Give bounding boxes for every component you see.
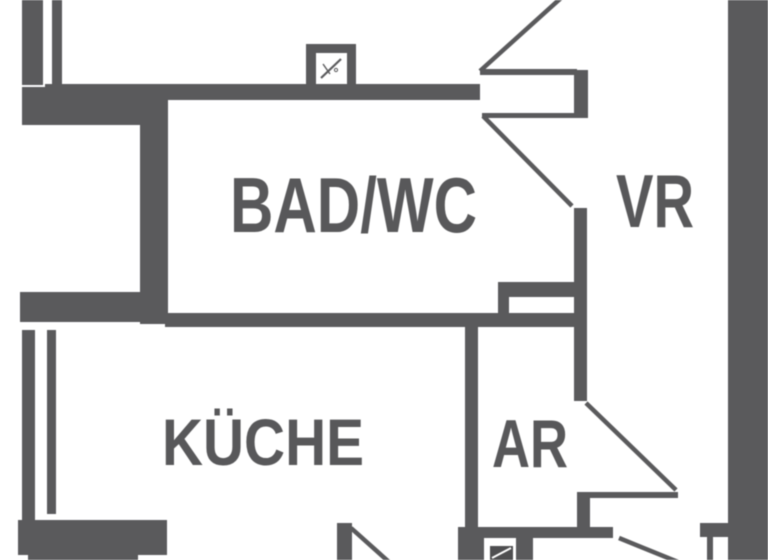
wall-kueche-door-stub — [337, 523, 352, 560]
window-lower-outer-bar — [22, 330, 35, 520]
entrance-frame-lower-line — [482, 113, 577, 118]
room-label-kueche: KÜCHE — [162, 405, 364, 479]
vent-glyph-dot — [333, 67, 339, 73]
wall-right-exterior — [728, 0, 768, 560]
window-upper-inner-bar — [52, 0, 62, 84]
wall-ar-lower-stub — [577, 492, 590, 527]
window-lower-inner-bar — [47, 330, 56, 514]
wall-kueche-ar-divider — [465, 320, 478, 528]
ar-bottom-door-swing — [618, 535, 679, 560]
wall-layer — [18, 0, 768, 560]
wall-bathroom-bottom — [165, 313, 587, 327]
room-label-bad-wc: BAD/WC — [230, 161, 477, 249]
room-label-ar: AR — [492, 406, 568, 482]
wall-top-left-block — [22, 87, 140, 125]
entrance-door-swing-upper — [478, 0, 563, 73]
niche-top-bar — [498, 282, 587, 297]
niche-left-bar — [498, 282, 509, 327]
vent-shaft-top-icon — [316, 53, 347, 84]
room-label-vr: VR — [616, 159, 694, 243]
vent-shaft-bottom-icon — [484, 538, 516, 560]
wall-bottom-left-block — [18, 520, 167, 555]
shaft-bottom-left-flank — [458, 538, 484, 560]
vent-shaft-bottom-hatch-line — [491, 547, 512, 559]
wall-right-bottom-line — [707, 537, 713, 560]
wall-right-bottom-stub — [700, 523, 728, 537]
shaft-bottom-right-flank — [516, 538, 533, 560]
wall-bottom-left-strip — [28, 555, 138, 560]
wall-vr-vertical — [574, 208, 587, 401]
door-layer — [349, 0, 679, 560]
kueche-bottom-door-swing — [349, 526, 391, 560]
wall-bathroom-left — [140, 84, 168, 324]
entrance-door-cap — [574, 70, 588, 118]
window-upper-outer-bar — [22, 0, 43, 85]
entrance-door-swing-lower — [481, 114, 574, 208]
entrance-frame-upper-line — [480, 69, 577, 75]
vent-glyph-tick — [322, 63, 331, 75]
ar-door-frame-line — [579, 492, 678, 498]
wall-mid-left-block — [20, 292, 168, 322]
wall-ar-bottom-band — [458, 527, 613, 538]
vent-glyph-diagonal — [320, 58, 342, 79]
label-layer: BAD/WC VR KÜCHE AR — [162, 159, 694, 482]
ar-door-swing — [584, 401, 678, 492]
